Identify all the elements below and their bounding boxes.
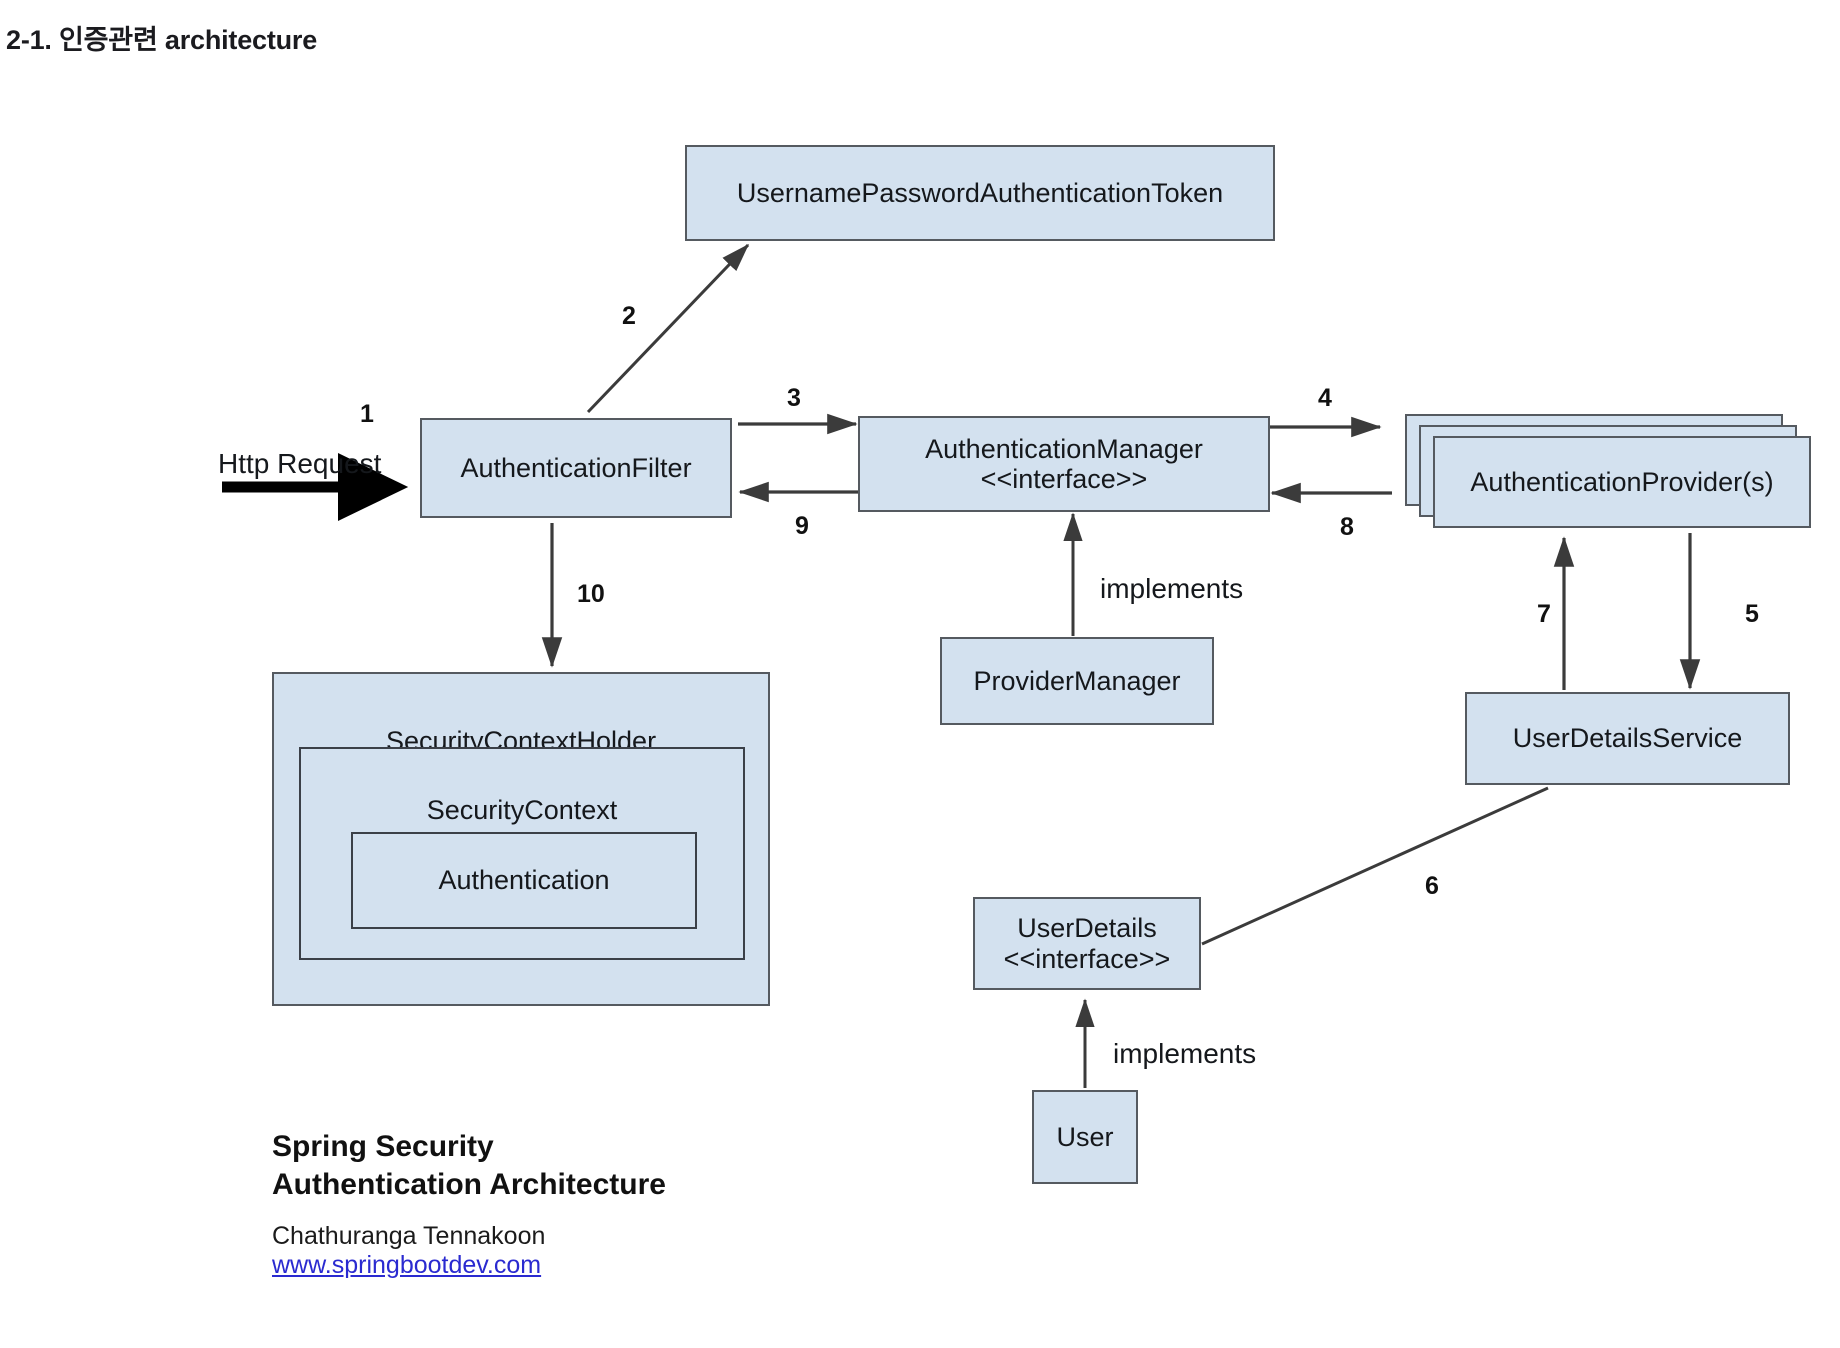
edge-6-userdetails-to-userdetailsservice: [1201, 786, 1549, 946]
caption-title: Spring Security Authentication Architect…: [272, 1130, 666, 1202]
implements-label-provider-manager: implements: [1100, 573, 1244, 604]
edge-label-2: 2: [622, 302, 636, 330]
edge-2-filter-to-token: [586, 243, 750, 414]
node-authentication-providers[interactable]: AuthenticationProvider(s): [1433, 436, 1811, 528]
node-user-details[interactable]: UserDetails <<interface>>: [973, 897, 1201, 990]
node-authentication-filter[interactable]: AuthenticationFilter: [420, 418, 732, 518]
edge-label-4: 4: [1318, 384, 1332, 412]
edge-label-6: 6: [1425, 872, 1439, 900]
edge-label-9: 9: [795, 512, 809, 540]
node-user-details-service[interactable]: UserDetailsService: [1465, 692, 1790, 785]
edge-label-7: 7: [1537, 600, 1551, 628]
node-security-context-holder[interactable]: SecurityContextHolder SecurityContext Au…: [272, 672, 770, 1006]
caption-author: Chathuranga Tennakoon: [272, 1221, 546, 1250]
node-authentication-manager[interactable]: AuthenticationManager <<interface>>: [858, 416, 1270, 512]
implements-label-user: implements: [1113, 1038, 1257, 1069]
caption-link[interactable]: www.springbootdev.com: [272, 1250, 542, 1279]
edge-label-3: 3: [787, 384, 801, 412]
page-title: 2-1. 인증관련 architecture: [6, 25, 318, 55]
http-request-label: Http Request: [218, 448, 382, 479]
edge-label-8: 8: [1340, 513, 1354, 541]
node-username-password-authentication-token[interactable]: UsernamePasswordAuthenticationToken: [685, 145, 1275, 241]
edge-label-10: 10: [577, 580, 605, 608]
node-provider-manager[interactable]: ProviderManager: [940, 637, 1214, 725]
node-security-context[interactable]: SecurityContext Authentication: [299, 747, 745, 960]
node-authentication[interactable]: Authentication: [351, 832, 697, 929]
node-user[interactable]: User: [1032, 1090, 1138, 1184]
security-context-label: SecurityContext: [426, 795, 618, 826]
edge-label-5: 5: [1745, 600, 1759, 628]
edge-label-1: 1: [360, 400, 374, 428]
caption-block: Spring Security Authentication Architect…: [272, 1128, 832, 1280]
